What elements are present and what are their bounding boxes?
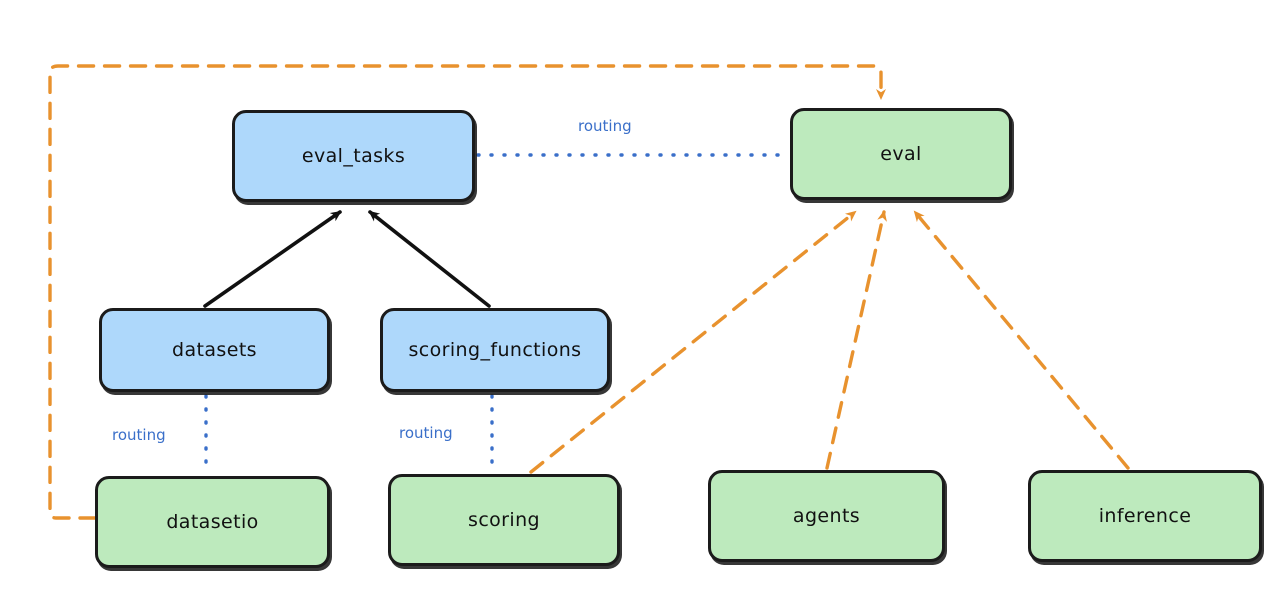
node-eval[interactable]: eval [790, 108, 1012, 200]
node-label: scoring [468, 509, 540, 531]
node-label: inference [1098, 505, 1192, 527]
edge-agents-eval [825, 210, 887, 470]
node-scoring[interactable]: scoring [388, 474, 620, 566]
edge-label-routing-eval-tasks: routing [578, 117, 632, 135]
node-datasetio[interactable]: datasetio [95, 476, 330, 568]
node-datasets[interactable]: datasets [99, 308, 330, 392]
edge-scoring_functions-eval_tasks [368, 210, 491, 308]
node-agents[interactable]: agents [708, 470, 945, 562]
edge-label-routing-datasets: routing [112, 426, 166, 444]
node-label: datasets [172, 339, 257, 361]
edge-datasets-eval_tasks [203, 210, 342, 308]
node-label: eval_tasks [301, 145, 406, 167]
node-label: agents [792, 505, 861, 527]
edge-datasetio-eval [48, 64, 886, 520]
node-inference[interactable]: inference [1028, 470, 1262, 562]
edge-label-routing-scoring-functions: routing [399, 424, 453, 442]
edge-scoring-eval [529, 210, 857, 474]
node-label: eval [880, 143, 922, 165]
node-scoring-functions[interactable]: scoring_functions [380, 308, 610, 392]
edge-inference-eval [913, 210, 1130, 470]
node-eval-tasks[interactable]: eval_tasks [232, 110, 475, 202]
node-label: scoring_functions [408, 339, 582, 361]
node-label: datasetio [166, 511, 259, 533]
